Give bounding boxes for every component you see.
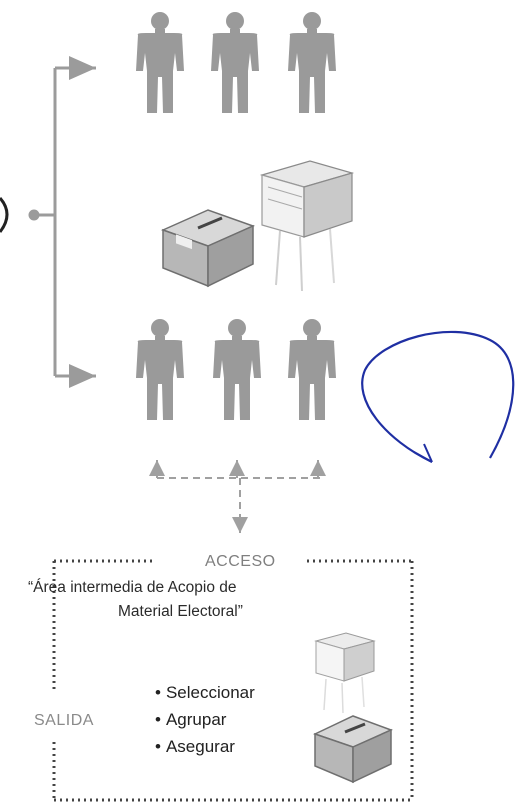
voting-booth-icon	[316, 633, 374, 713]
action-label: Asegurar	[166, 737, 235, 756]
action-item: • Agrupar	[155, 710, 226, 730]
ballot-box-icon	[315, 716, 391, 782]
bullet-icon: •	[155, 737, 161, 756]
connector-node	[30, 211, 38, 219]
bullet-icon: •	[155, 710, 161, 729]
left-edge-bracket	[0, 198, 7, 232]
people-group-top	[136, 12, 336, 113]
person-icon	[136, 12, 184, 113]
action-label: Agrupar	[166, 710, 226, 729]
connector-tree	[30, 68, 96, 376]
voting-booth-icon	[262, 161, 352, 291]
person-icon	[213, 319, 261, 420]
person-icon	[136, 319, 184, 420]
person-icon	[211, 12, 259, 113]
ballot-box-icon	[163, 210, 253, 286]
action-label: Seleccionar	[166, 683, 255, 702]
access-subtitle-line1: “Área intermedia de Acopio de	[28, 579, 237, 597]
action-item: • Seleccionar	[155, 683, 255, 703]
action-item: • Asegurar	[155, 737, 235, 757]
dashed-connector	[157, 460, 323, 533]
access-subtitle-line2: Material Electoral”	[118, 603, 243, 621]
bullet-icon: •	[155, 683, 161, 702]
people-group-bottom	[136, 319, 336, 420]
exit-label: SALIDA	[34, 712, 94, 730]
access-title: ACCESO	[205, 553, 276, 571]
person-icon	[288, 319, 336, 420]
handwritten-loop	[362, 332, 513, 462]
person-icon	[288, 12, 336, 113]
